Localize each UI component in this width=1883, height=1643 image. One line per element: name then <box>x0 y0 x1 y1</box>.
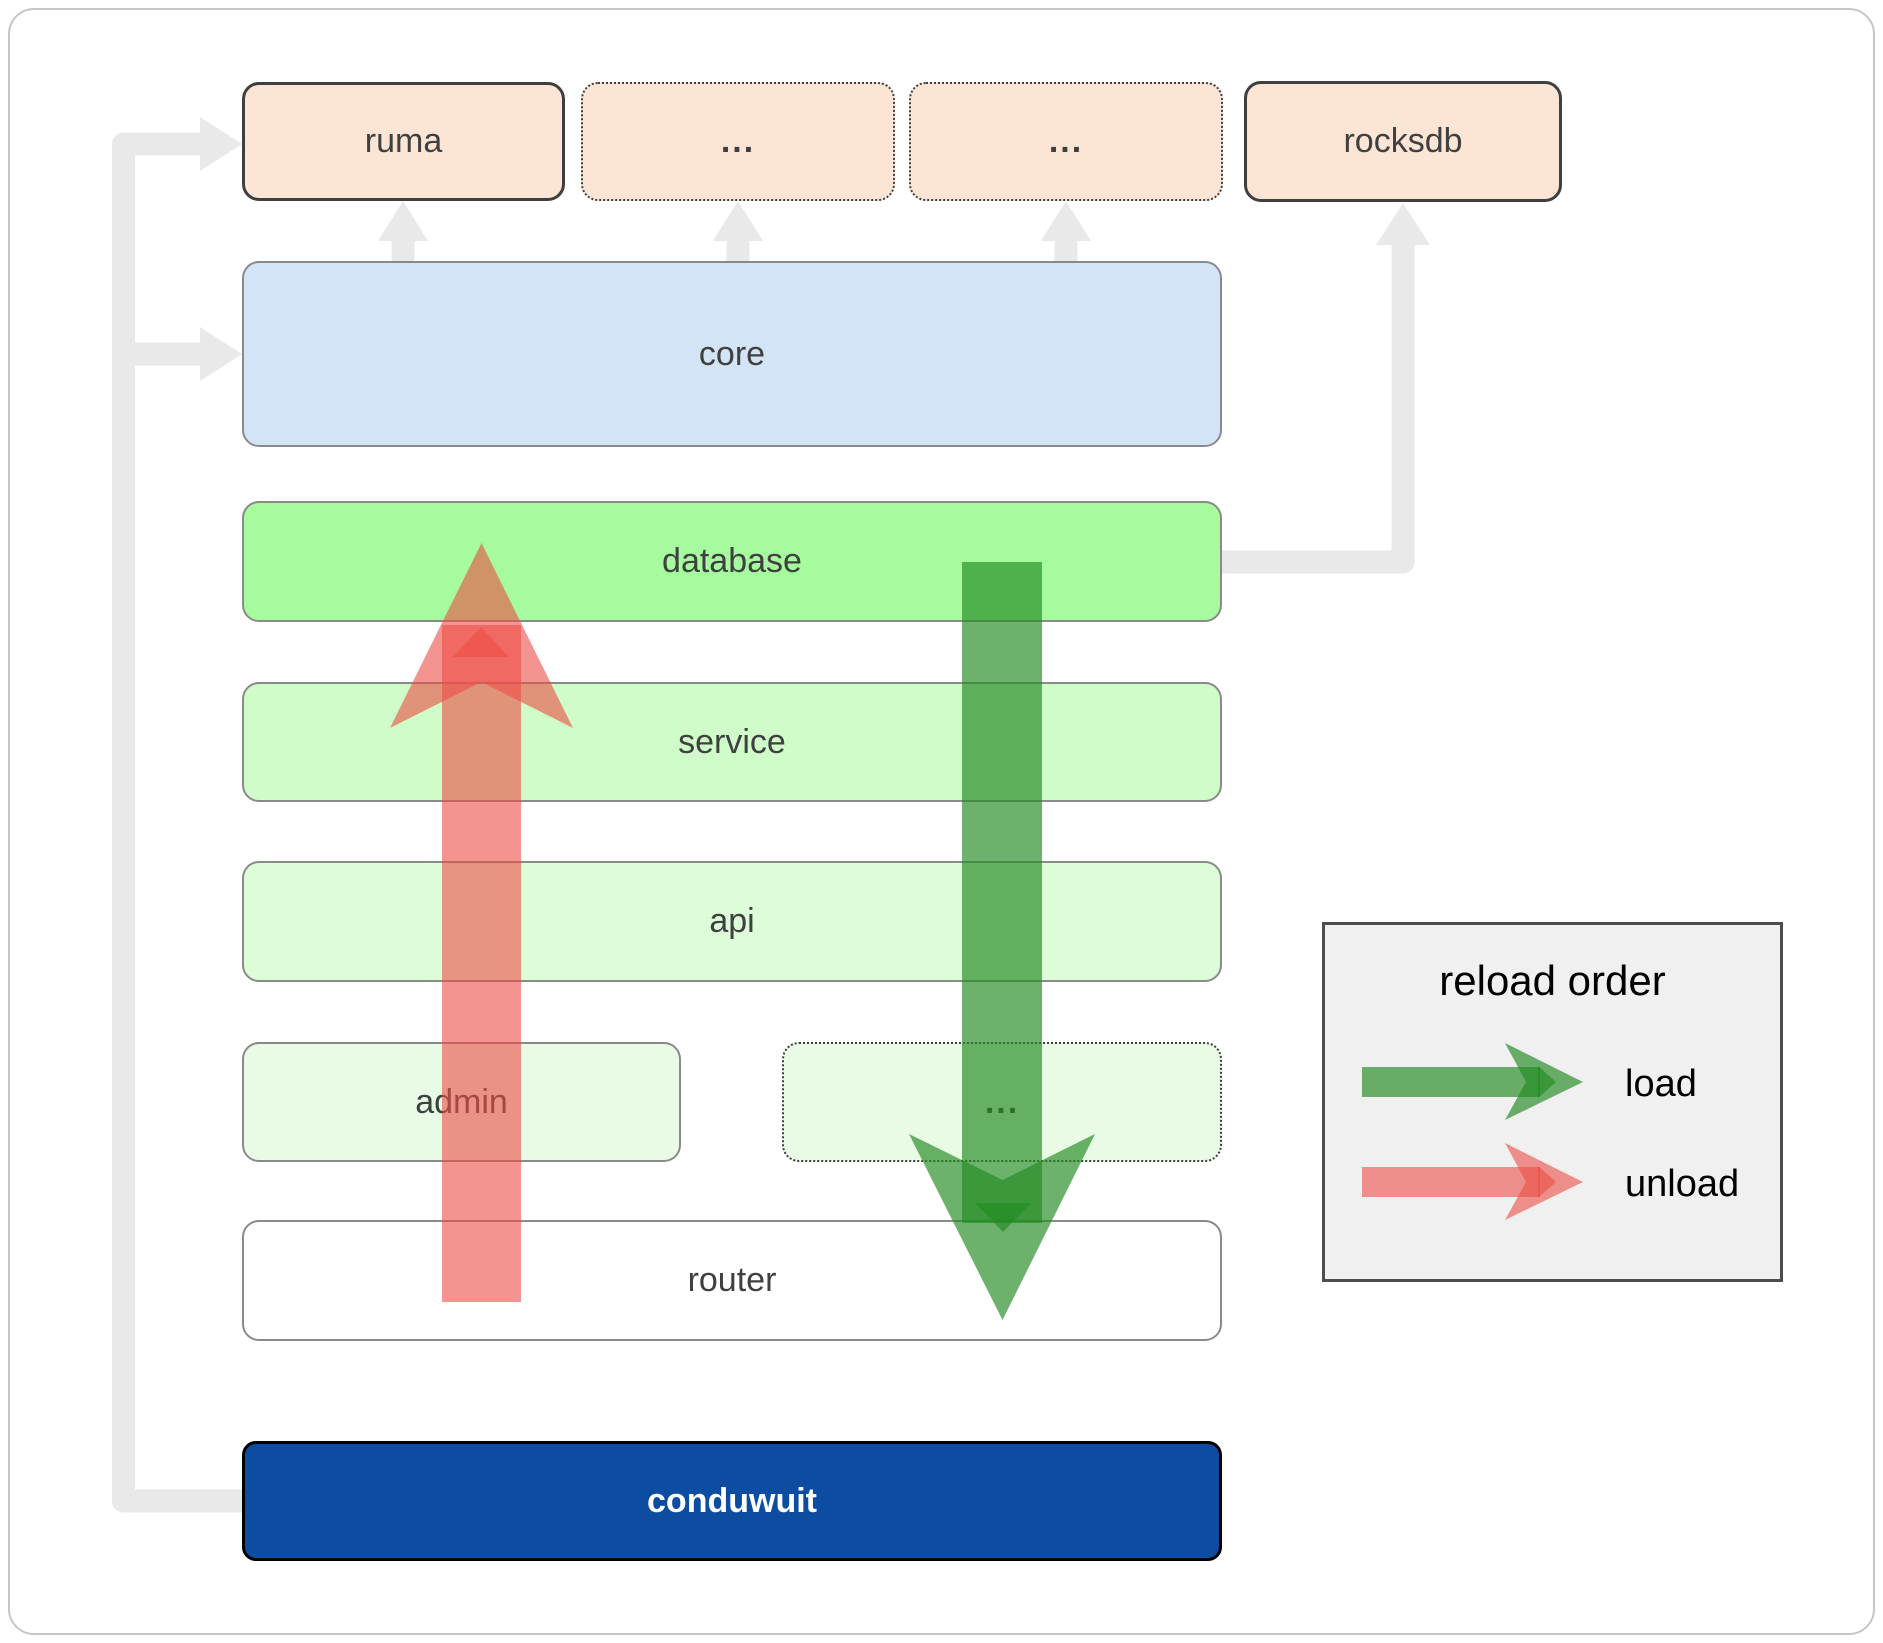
box-core: core <box>242 261 1222 447</box>
box-ellipsis-1: ... <box>581 82 895 201</box>
box-database: database <box>242 501 1222 622</box>
box-rocksdb: rocksdb <box>1244 81 1562 202</box>
box-ruma: ruma <box>242 82 565 201</box>
box-core-label: core <box>698 334 766 373</box>
legend-title: reload order <box>1439 957 1666 1004</box>
box-api: api <box>242 861 1222 982</box>
box-ellipsis-2-label: ... <box>1048 122 1084 160</box>
box-service-label: service <box>678 722 786 761</box>
box-admin: admin <box>242 1042 681 1162</box>
outer-frame <box>8 8 1875 1635</box>
box-service: service <box>242 682 1222 802</box>
legend-unload-label: unload <box>1625 1163 1740 1205</box>
box-rocksdb-label: rocksdb <box>1343 122 1463 160</box>
legend-reload-order: reload order load unload <box>1322 922 1783 1282</box>
legend-load-label: load <box>1625 1063 1697 1105</box>
box-database-label: database <box>662 542 802 580</box>
box-conduwuit: conduwuit <box>242 1441 1222 1561</box>
box-conduwuit-label: conduwuit <box>647 1481 817 1520</box>
box-router-label: router <box>687 1261 777 1299</box>
box-ellipsis-3: ... <box>782 1042 1222 1162</box>
box-api-label: api <box>709 902 755 940</box>
box-router: router <box>242 1220 1222 1341</box>
box-ellipsis-2: ... <box>909 82 1223 201</box>
box-ellipsis-3-label: ... <box>984 1082 1020 1121</box>
box-ellipsis-1-label: ... <box>720 122 756 160</box>
box-admin-label: admin <box>415 1082 508 1121</box>
box-ruma-label: ruma <box>364 122 443 160</box>
